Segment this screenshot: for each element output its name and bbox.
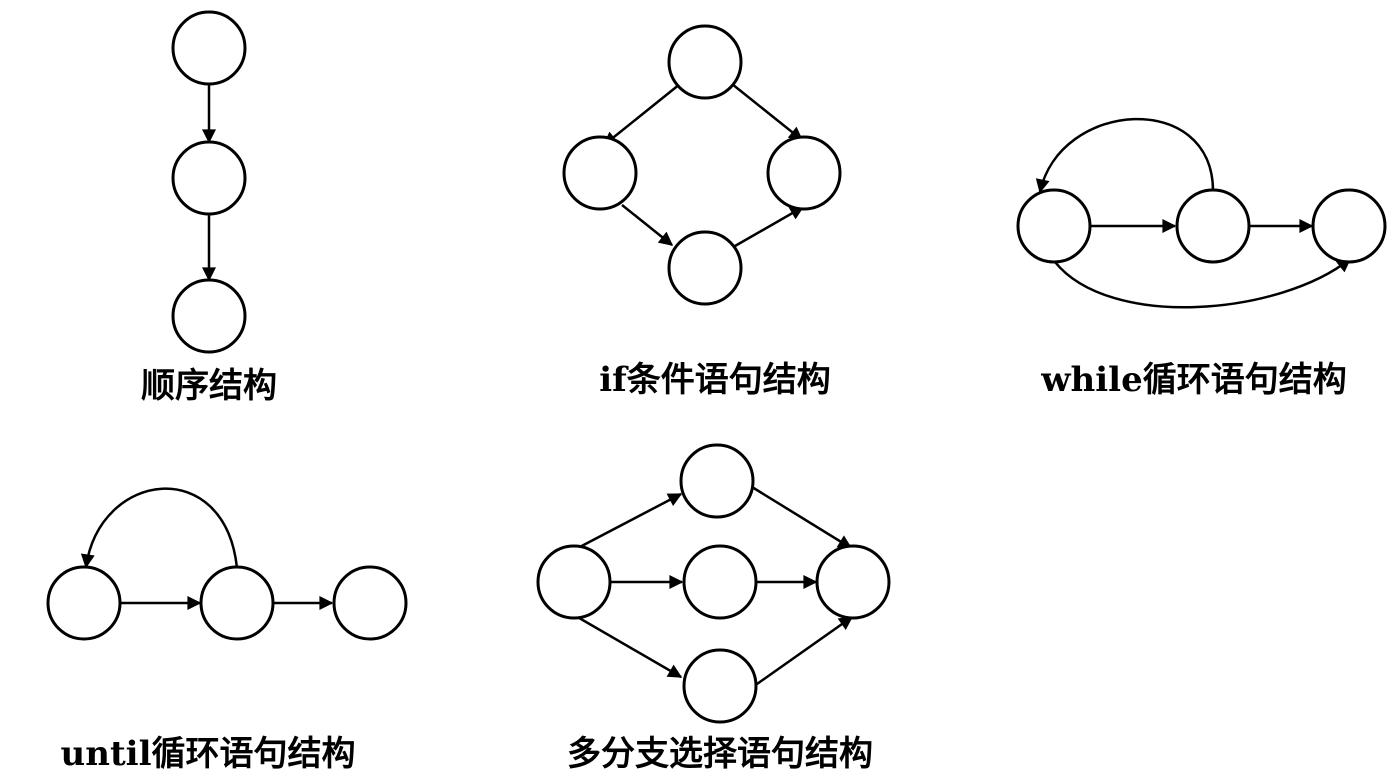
while-node-2 [1175,188,1251,264]
while-diagram [1016,117,1387,309]
multi-edge-bottom-end [756,615,854,686]
sequence-diagram [171,10,247,354]
sequence-node-3 [171,278,247,354]
multi-edge-top-end [751,485,853,550]
sequence-node-2 [171,140,247,216]
multi-edge-start-top [573,492,683,552]
while-node-3 [1311,188,1387,264]
multi-node-end [815,544,891,620]
if-edge-top-left [602,83,681,146]
if-node-bottom [667,230,743,306]
multi-edge-start-bottom [573,613,683,679]
until-diagram [46,487,408,641]
until-node-3 [332,565,408,641]
if-node-left [562,135,638,211]
while-loop-back-edge [1035,117,1215,194]
sequence-node-1 [171,10,247,86]
until-loop-back-edge [80,487,239,569]
until-node-1 [46,565,122,641]
if-caption: if条件语句结构 [599,360,831,400]
until-caption: until循环语句结构 [60,734,356,774]
multi-node-mid [682,544,758,620]
while-node-1 [1016,188,1092,264]
multi-node-bottom [682,648,758,724]
if-node-right [766,135,842,211]
if-edge-bottom-right [734,205,805,248]
until-node-2 [199,565,275,641]
if-edge-top-right [731,83,804,141]
multi-branch-caption: 多分支选择语句结构 [567,734,873,774]
while-skip-edge [1054,258,1352,309]
if-diagram [562,24,842,306]
if-edge-left-bottom [621,204,674,246]
while-caption: while循环语句结构 [1041,360,1347,400]
multi-branch-diagram [536,443,891,724]
sequence-caption: 顺序结构 [141,366,277,406]
if-node-top [667,24,743,100]
multi-node-start [536,544,612,620]
multi-node-top [679,443,755,519]
